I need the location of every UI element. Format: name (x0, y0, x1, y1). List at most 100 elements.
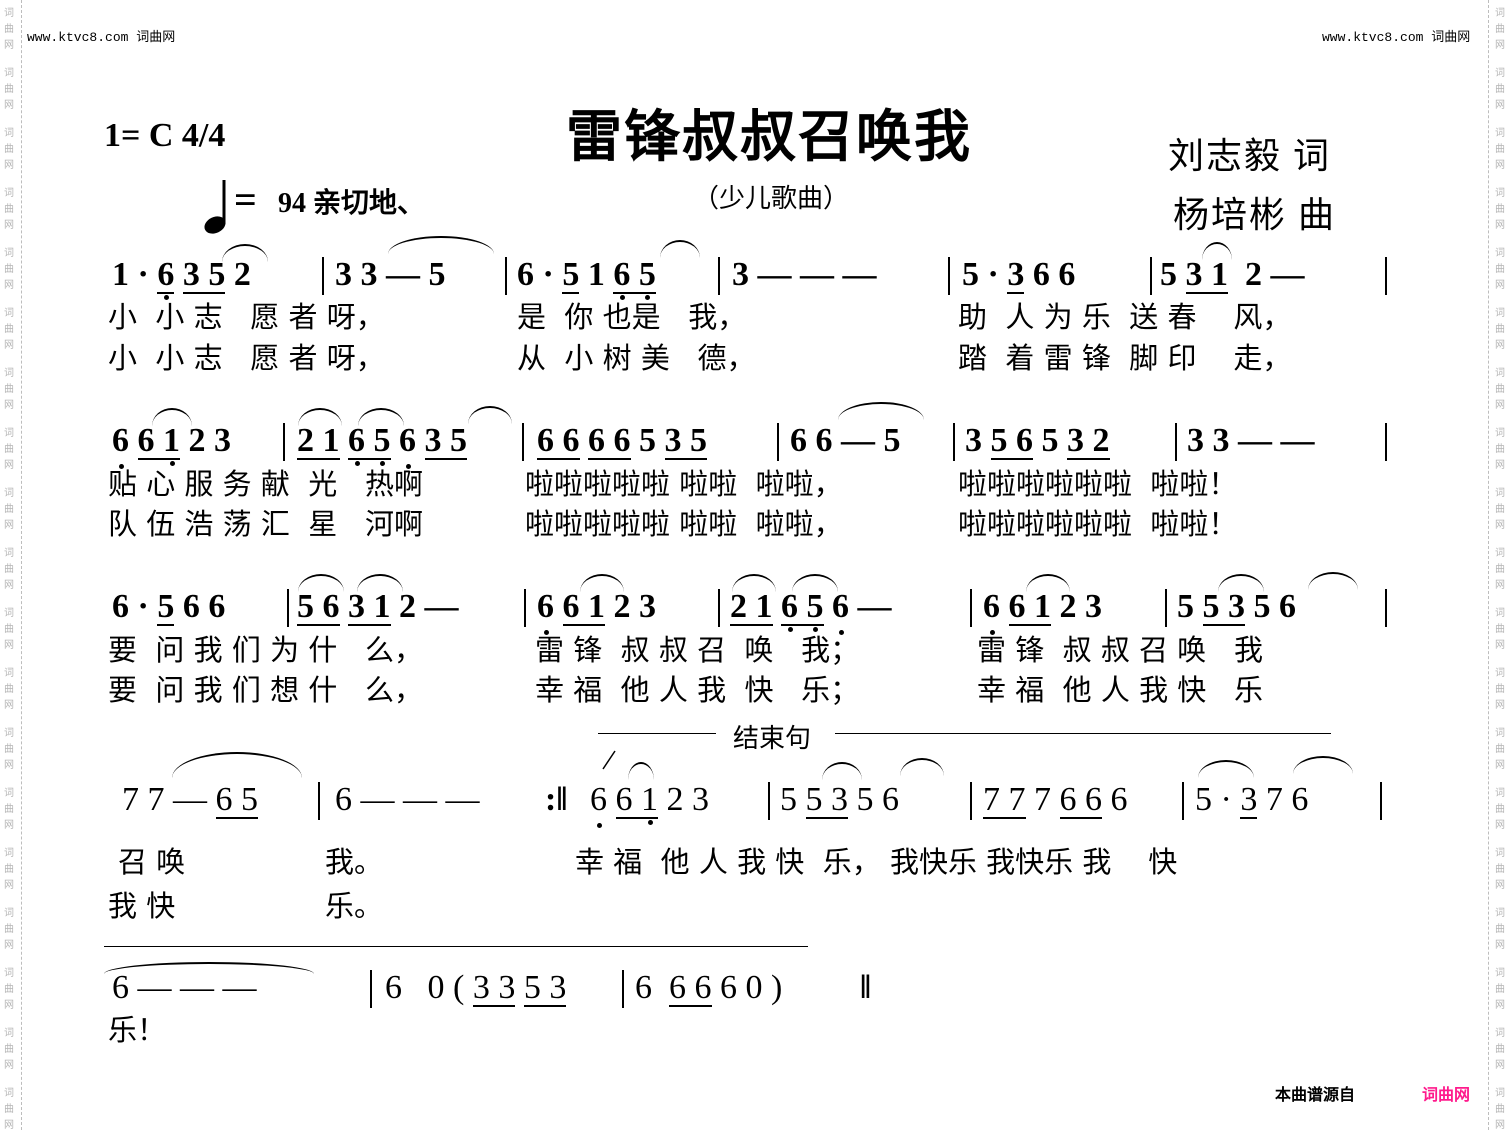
footer-source-label: 本曲谱源自 (1275, 1085, 1356, 1104)
spacer (340, 587, 349, 627)
note: 1 (755, 588, 773, 625)
header-url-left[interactable]: www.ktvc8.com 词曲网 (27, 30, 176, 45)
spacer (1232, 780, 1241, 820)
slur (1198, 760, 1254, 778)
note: — (857, 588, 892, 625)
note: 1 (112, 256, 129, 293)
spacer (1272, 421, 1281, 461)
beam-group: 5 6 (990, 422, 1033, 460)
watermark-char: 网 (1495, 460, 1505, 471)
watermark-char: 曲 (4, 24, 14, 35)
watermark-char: 曲 (1495, 684, 1505, 695)
spacer (554, 255, 563, 295)
spacer (378, 255, 387, 295)
beam-group: 3 (1240, 783, 1258, 819)
spacer (534, 255, 543, 295)
beam-group: 6 5 (348, 424, 391, 466)
note: — (842, 256, 877, 293)
spacer (763, 968, 772, 1008)
note: 0 (427, 969, 445, 1006)
watermark-char: 曲 (1495, 144, 1505, 155)
spacer (580, 421, 589, 461)
beam-group: 6 6 (669, 971, 712, 1007)
note: 6 (1016, 422, 1033, 459)
watermark-char: 网 (4, 160, 14, 171)
footer-site-link[interactable]: 词曲网 (1422, 1085, 1471, 1104)
spacer (792, 255, 801, 295)
note: 5 (1195, 781, 1212, 818)
note: 5 (639, 422, 656, 459)
spacer (749, 255, 758, 295)
watermark-char: 曲 (1495, 444, 1505, 455)
watermark-char: 网 (4, 880, 14, 891)
beam-group: 6 6 (537, 424, 580, 460)
spacer (849, 587, 858, 627)
beam-group: 3 5 (664, 424, 707, 460)
note: 6 (112, 588, 129, 625)
note: 6 (720, 969, 737, 1006)
note: 3 (1212, 422, 1230, 459)
spacer (1228, 255, 1237, 295)
watermark-char: 网 (1495, 1120, 1505, 1131)
watermark-char: 网 (4, 760, 14, 771)
watermark-char: 曲 (1495, 1044, 1505, 1055)
note: 3 (965, 422, 982, 459)
measure: 1 · 6 3 5 2 (112, 255, 251, 300)
watermark-char: 网 (4, 1060, 14, 1071)
bar-line (524, 589, 526, 627)
watermark-char: 词 (1495, 908, 1505, 919)
spacer (129, 587, 138, 627)
bar-line (970, 589, 972, 627)
note: 6 (790, 422, 807, 459)
note: 6 (385, 969, 402, 1006)
header-url-right[interactable]: www.ktvc8.com 词曲网 (1322, 30, 1471, 45)
slur (357, 574, 403, 592)
bar-line (1150, 257, 1152, 295)
measure: 2 1 6 5 6 — (730, 587, 892, 635)
watermark-char: 曲 (4, 984, 14, 995)
slur (222, 244, 268, 262)
watermark-char: 词 (1495, 788, 1505, 799)
spacer (1026, 590, 1035, 624)
beam-group: 3 1 (1185, 258, 1228, 294)
watermark-char: 词 (4, 728, 14, 739)
measure: 3 5 6 5 3 2 (965, 421, 1110, 461)
spacer (554, 587, 563, 627)
note: · (1220, 781, 1232, 818)
slur (900, 758, 944, 776)
spacer (1257, 780, 1266, 820)
lyric-verse-1: 是 你 也是 我， (517, 300, 747, 334)
measure: 6 — — — (112, 968, 257, 1008)
measure: 5 5 3 5 6 (1177, 587, 1296, 627)
beam-group: 5 (562, 258, 580, 294)
note: 6 (669, 969, 686, 1006)
slur (838, 402, 924, 420)
beam-group: 3 2 (1067, 424, 1110, 460)
watermark-char: 网 (1495, 220, 1505, 231)
beam-group: 3 5 (182, 258, 226, 294)
composer-credit: 杨培彬 曲 (1173, 195, 1337, 235)
note: 6 (208, 588, 226, 625)
watermark-char: 网 (1495, 760, 1505, 771)
spacer (1245, 587, 1254, 627)
watermark-char: 曲 (4, 264, 14, 275)
note: ) (771, 969, 783, 1006)
watermark-char: 网 (1495, 40, 1505, 51)
ending-phrase-label: 结束句 (733, 724, 812, 754)
slur (388, 236, 494, 254)
spacer (1230, 421, 1239, 461)
note: 1 (1034, 588, 1051, 625)
note: 5 (1253, 588, 1271, 625)
note: — (757, 256, 792, 293)
watermark-char: 曲 (1495, 204, 1505, 215)
watermark-char: 曲 (4, 444, 14, 455)
bar-line (522, 423, 524, 461)
spacer (149, 255, 158, 295)
note: 3 (335, 256, 352, 293)
tie (104, 962, 314, 974)
measure: 3 — — — (732, 255, 877, 295)
bar-line (718, 257, 720, 295)
spacer (490, 971, 499, 1005)
spacer (314, 424, 323, 458)
spacer (656, 421, 665, 461)
